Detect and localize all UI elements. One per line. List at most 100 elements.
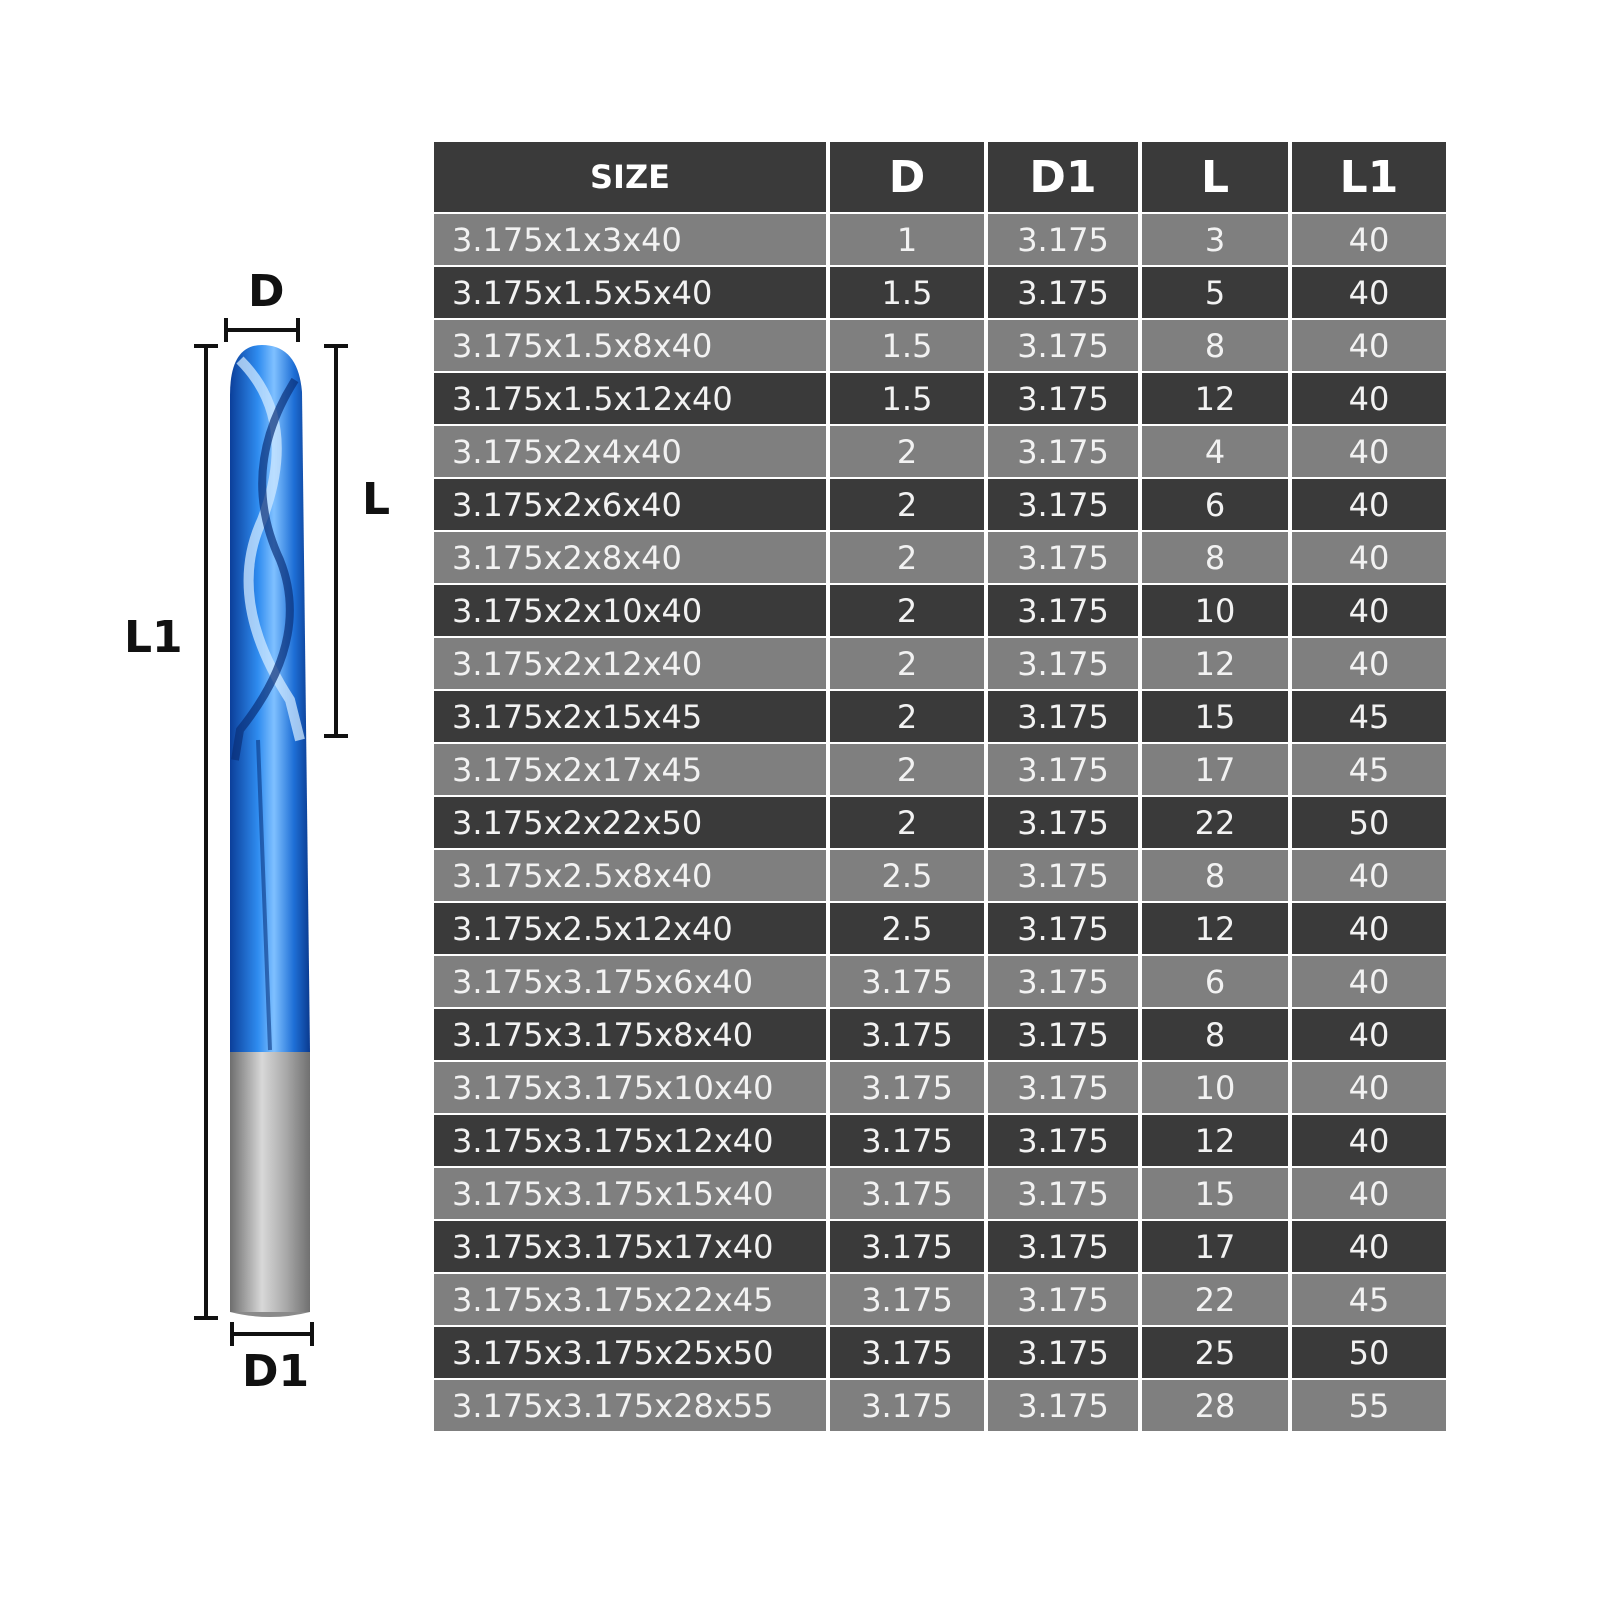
cell-size: 3.175x3.175x15x40 <box>434 1168 830 1221</box>
cell-size: 3.175x3.175x12x40 <box>434 1115 830 1168</box>
cell-l1: 45 <box>1292 1274 1446 1327</box>
cell-d1: 3.175 <box>988 744 1142 797</box>
cell-l: 28 <box>1142 1380 1292 1433</box>
label-d: D <box>248 266 285 317</box>
cell-d: 3.175 <box>830 1327 988 1380</box>
cell-l1: 50 <box>1292 1327 1446 1380</box>
cell-d1: 3.175 <box>988 850 1142 903</box>
cell-l1: 40 <box>1292 585 1446 638</box>
cell-d: 3.175 <box>830 1221 988 1274</box>
spiral-flute-2 <box>231 377 299 761</box>
end-mill-diagram: D L L1 D1 <box>0 0 430 1600</box>
cell-d1: 3.175 <box>988 320 1142 373</box>
cell-size: 3.175x2x17x45 <box>434 744 830 797</box>
cell-d1: 3.175 <box>988 1380 1142 1433</box>
cell-l: 22 <box>1142 797 1292 850</box>
spiral-flute-1 <box>236 356 305 742</box>
cell-l1: 40 <box>1292 532 1446 585</box>
label-l: L <box>362 474 391 525</box>
cell-size: 3.175x3.175x6x40 <box>434 956 830 1009</box>
cell-d1: 3.175 <box>988 1062 1142 1115</box>
cell-d1: 3.175 <box>988 1115 1142 1168</box>
cell-size: 3.175x2x10x40 <box>434 585 830 638</box>
cell-d1: 3.175 <box>988 1168 1142 1221</box>
flute-groove <box>256 739 272 1051</box>
shank <box>230 1052 310 1312</box>
cell-d: 3.175 <box>830 1274 988 1327</box>
cell-d: 2 <box>830 797 988 850</box>
cell-d: 3.175 <box>830 1380 988 1433</box>
cell-d: 2 <box>830 532 988 585</box>
cell-d1: 3.175 <box>988 1009 1142 1062</box>
cell-d: 2 <box>830 585 988 638</box>
cell-d1: 3.175 <box>988 532 1142 585</box>
header-d1: D1 <box>988 142 1142 214</box>
dimension-l <box>324 344 348 738</box>
cell-d: 2.5 <box>830 850 988 903</box>
cell-size: 3.175x2.5x8x40 <box>434 850 830 903</box>
header-l: L <box>1142 142 1292 214</box>
cell-d: 3.175 <box>830 1168 988 1221</box>
cell-size: 3.175x1.5x5x40 <box>434 267 830 320</box>
cell-l1: 40 <box>1292 1062 1446 1115</box>
cell-l1: 50 <box>1292 797 1446 850</box>
header-l1: L1 <box>1292 142 1446 214</box>
cell-d1: 3.175 <box>988 373 1142 426</box>
cell-d1: 3.175 <box>988 1274 1142 1327</box>
label-d1: D1 <box>242 1346 310 1397</box>
cell-d: 3.175 <box>830 1062 988 1115</box>
cell-d: 3.175 <box>830 956 988 1009</box>
cell-l1: 40 <box>1292 956 1446 1009</box>
cell-size: 3.175x2x8x40 <box>434 532 830 585</box>
cell-l: 25 <box>1142 1327 1292 1380</box>
cell-d1: 3.175 <box>988 1327 1142 1380</box>
cell-size: 3.175x2x6x40 <box>434 479 830 532</box>
header-size: SIZE <box>434 142 830 214</box>
cell-l1: 40 <box>1292 373 1446 426</box>
flute-body <box>230 345 310 1052</box>
cell-l: 8 <box>1142 532 1292 585</box>
cell-l1: 40 <box>1292 1009 1446 1062</box>
cell-d1: 3.175 <box>988 267 1142 320</box>
cell-l1: 40 <box>1292 320 1446 373</box>
cell-l1: 40 <box>1292 903 1446 956</box>
cell-d1: 3.175 <box>988 638 1142 691</box>
cell-size: 3.175x1x3x40 <box>434 214 830 267</box>
cell-size: 3.175x2x4x40 <box>434 426 830 479</box>
cell-d: 2 <box>830 691 988 744</box>
cell-l1: 40 <box>1292 1221 1446 1274</box>
cell-l: 15 <box>1142 1168 1292 1221</box>
cell-d: 2 <box>830 479 988 532</box>
cell-d: 3.175 <box>830 1009 988 1062</box>
cell-d: 1.5 <box>830 373 988 426</box>
cell-size: 3.175x3.175x28x55 <box>434 1380 830 1433</box>
cell-l1: 45 <box>1292 744 1446 797</box>
cell-l1: 40 <box>1292 479 1446 532</box>
cell-d1: 3.175 <box>988 585 1142 638</box>
dimension-l1 <box>194 344 218 1320</box>
cell-l1: 45 <box>1292 691 1446 744</box>
cell-l: 8 <box>1142 850 1292 903</box>
cell-size: 3.175x3.175x17x40 <box>434 1221 830 1274</box>
cell-size: 3.175x2x22x50 <box>434 797 830 850</box>
cell-l: 4 <box>1142 426 1292 479</box>
cell-d: 1.5 <box>830 267 988 320</box>
cell-size: 3.175x3.175x22x45 <box>434 1274 830 1327</box>
